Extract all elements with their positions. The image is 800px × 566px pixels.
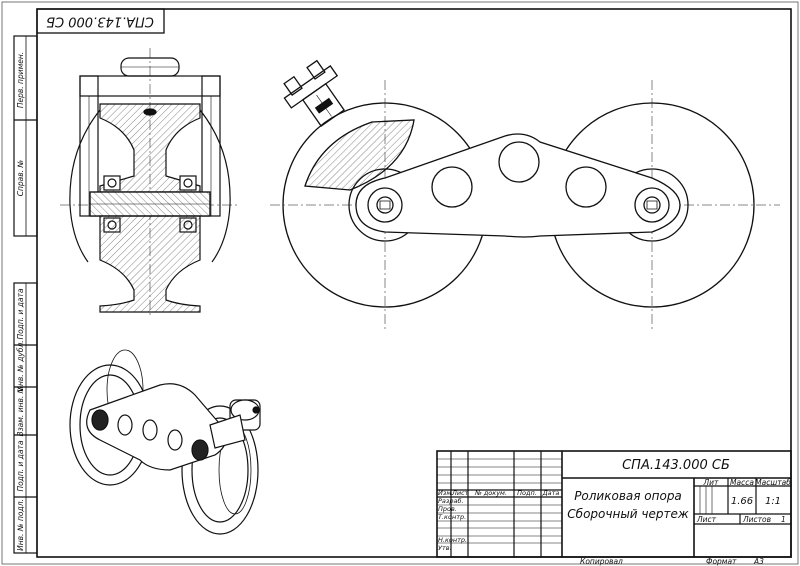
row-tkontr: Т.контр. (438, 513, 466, 521)
sheets-label: Листов (742, 515, 771, 524)
header-lit: Лит (703, 478, 720, 487)
rotated-code-text: СПА.143.000 СБ (46, 14, 154, 29)
col-list: Лист (451, 489, 469, 497)
document-type: Сборочный чертеж (567, 507, 689, 521)
title-block (436, 450, 792, 558)
field-inv-podl: Инв. № подл. (16, 499, 25, 551)
field-podp-data-1: Подп. и дата (16, 288, 25, 339)
side-view (270, 59, 780, 330)
scale-value: 1:1 (765, 496, 781, 507)
col-doc: № докум. (474, 489, 507, 497)
col-izm: Изм. (438, 489, 453, 497)
col-date: Дата (542, 489, 560, 497)
format-label: Формат (706, 557, 737, 566)
header-mass: Масса (730, 478, 754, 487)
field-sprav: Справ. № (16, 160, 25, 197)
row-prov: Пров. (438, 505, 457, 513)
product-name: Роликовая опора (574, 489, 682, 503)
designation: СПА.143.000 СБ (622, 458, 730, 473)
isometric-view (69, 349, 261, 535)
row-utv: Утв. (438, 544, 452, 552)
field-perv-primen: Перв. примен. (16, 52, 25, 108)
row-razrab: Разраб. (438, 497, 464, 505)
rotated-code-box: СПА.143.000 СБ (36, 8, 165, 34)
col-sign: Подп. (517, 489, 537, 497)
copied-label: Копировал (580, 557, 623, 566)
field-inv-dubl: Инв. № дубл. (16, 340, 25, 391)
sheets-value: 1 (781, 515, 786, 524)
field-podp-data-2: Подп. и дата (16, 440, 25, 491)
row-nkontr: Н.контр. (438, 536, 467, 544)
field-vzam-inv: Взам. инв. № (16, 385, 25, 436)
sheet-label: Лист (696, 515, 717, 524)
header-scale: Масштаб (755, 478, 791, 487)
mass-value: 1.66 (731, 496, 753, 507)
left-margin-fields (13, 35, 38, 554)
link-plate (355, 133, 681, 238)
section-view (60, 48, 240, 318)
format-value: А3 (753, 557, 764, 566)
